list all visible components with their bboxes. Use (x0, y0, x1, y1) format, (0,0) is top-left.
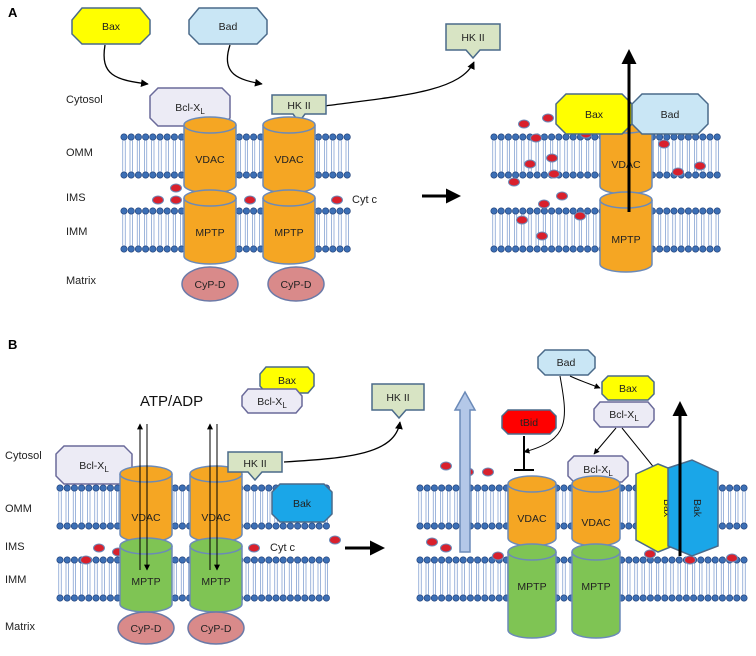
bad-box-b-right: Bad (537, 349, 596, 376)
svg-text:Bcl-XL: Bcl-XL (175, 102, 205, 116)
svg-text:MPTP: MPTP (131, 576, 160, 588)
svg-text:HK II: HK II (386, 392, 409, 404)
cypd-a2: CyP-D (267, 266, 325, 302)
bclxl-box-b-top: Bcl-XL (241, 388, 303, 414)
atp-adp-exchange-arrows (137, 423, 220, 571)
mptp-a1: MPTP (183, 189, 237, 265)
mptp-a2: MPTP (262, 189, 316, 265)
svg-text:VDAC: VDAC (274, 154, 304, 166)
svg-text:Bcl-XL: Bcl-XL (609, 409, 639, 423)
bclxl-box-b-right: Bcl-XL (567, 455, 629, 483)
hk2-floating-b: HK II (371, 383, 425, 420)
svg-text:VDAC: VDAC (517, 513, 547, 525)
label-imm-b: IMM (5, 574, 26, 586)
svg-text:CyP-D: CyP-D (195, 279, 226, 291)
hk2-bound-a: HK II (271, 94, 327, 124)
svg-text:VDAC: VDAC (131, 512, 161, 524)
svg-text:Bad: Bad (219, 21, 238, 33)
label-ims-a: IMS (66, 192, 86, 204)
arrow-bclxl-to-bclxl-b (593, 427, 617, 455)
vdac-b2: VDAC (189, 465, 243, 543)
svg-text:MPTP: MPTP (201, 576, 230, 588)
bak-oligomer: Bak (667, 459, 719, 557)
bak-box-b-left: Bak (271, 483, 333, 523)
cytc-label-b: Cyt c (270, 542, 296, 554)
svg-text:CyP-D: CyP-D (281, 279, 312, 291)
svg-text:Bcl-XL: Bcl-XL (257, 396, 287, 410)
svg-text:HK II: HK II (243, 458, 266, 470)
svg-text:VDAC: VDAC (201, 512, 231, 524)
cypd-b2: CyP-D (187, 611, 245, 645)
cypd-b1: CyP-D (117, 611, 175, 645)
label-omm-b: OMM (5, 503, 32, 515)
cytc-label-a: Cyt c (352, 194, 378, 206)
svg-text:Bak: Bak (691, 499, 703, 518)
svg-text:VDAC: VDAC (195, 154, 225, 166)
svg-text:MPTP: MPTP (274, 227, 303, 239)
bax-box-b-left: Bax (259, 366, 315, 394)
label-cytosol-b: Cytosol (5, 450, 42, 462)
vdac-a1: VDAC (183, 116, 237, 194)
label-matrix-a: Matrix (66, 275, 96, 287)
vdac-b-right1: VDAC (507, 475, 557, 547)
vdac-a2: VDAC (262, 116, 316, 194)
svg-text:Bak: Bak (293, 498, 312, 510)
mptp-b2: MPTP (189, 537, 243, 613)
svg-text:CyP-D: CyP-D (201, 623, 232, 635)
label-cytosol-a: Cytosol (66, 94, 103, 106)
hk2-bound-b: HK II (227, 451, 283, 482)
svg-text:HK II: HK II (287, 100, 310, 112)
arrow-hk2-release-a (323, 61, 475, 107)
hk2-floating-a: HK II (445, 23, 501, 60)
arrow-bad-to-bax-b (569, 375, 601, 389)
svg-text:tBid: tBid (520, 417, 538, 429)
mptp-b1: MPTP (119, 537, 173, 613)
label-matrix-b: Matrix (5, 621, 35, 633)
label-omm-a: OMM (66, 147, 93, 159)
mptp-a-open: MPTP (599, 191, 653, 273)
svg-text:MPTP: MPTP (611, 234, 640, 246)
arrow-bad-to-hk2-a (226, 44, 263, 87)
arrow-bax-to-bclxl-a (103, 44, 149, 88)
vdac-b1: VDAC (119, 465, 173, 543)
svg-text:HK II: HK II (461, 32, 484, 44)
vdac-b-right2: VDAC (571, 475, 621, 547)
tbid-inhibition (514, 436, 534, 471)
tbid-box: tBid (501, 409, 557, 435)
label-ims-b: IMS (5, 541, 25, 553)
label-imm-a: IMM (66, 226, 87, 238)
svg-text:Bax: Bax (278, 375, 297, 387)
svg-text:Bad: Bad (557, 357, 576, 369)
svg-text:MPTP: MPTP (195, 227, 224, 239)
svg-text:CyP-D: CyP-D (131, 623, 162, 635)
panel-b-label: B (8, 337, 17, 352)
svg-text:MPTP: MPTP (581, 581, 610, 593)
panel-a-label: A (8, 5, 18, 20)
arrow-hk2-release-b (283, 421, 403, 463)
svg-text:Bcl-XL: Bcl-XL (583, 464, 613, 478)
svg-text:Bax: Bax (619, 383, 638, 395)
cypd-a1: CyP-D (181, 266, 239, 302)
bad-box-a: Bad (188, 7, 268, 45)
mptp-b-right2: MPTP (571, 543, 621, 639)
bclxl-box-b-right-top: Bcl-XL (593, 401, 655, 428)
svg-text:Bax: Bax (102, 21, 121, 33)
svg-text:VDAC: VDAC (581, 517, 611, 529)
svg-text:VDAC: VDAC (611, 159, 641, 171)
svg-text:Bax: Bax (585, 109, 604, 121)
bad-box-a-open: Bad (631, 93, 709, 135)
mptp-b-right1: MPTP (507, 543, 557, 639)
efflux-hollow-arrow (453, 390, 477, 553)
bax-box-b-right: Bax (601, 375, 655, 401)
svg-text:MPTP: MPTP (517, 581, 546, 593)
svg-text:Bcl-XL: Bcl-XL (79, 460, 109, 474)
atp-adp-label: ATP/ADP (140, 393, 203, 410)
bax-box-a: Bax (71, 7, 151, 45)
arrow-bad-to-vdac-b (523, 375, 565, 454)
svg-text:Bad: Bad (661, 109, 680, 121)
bax-box-a-open: Bax (555, 93, 633, 135)
